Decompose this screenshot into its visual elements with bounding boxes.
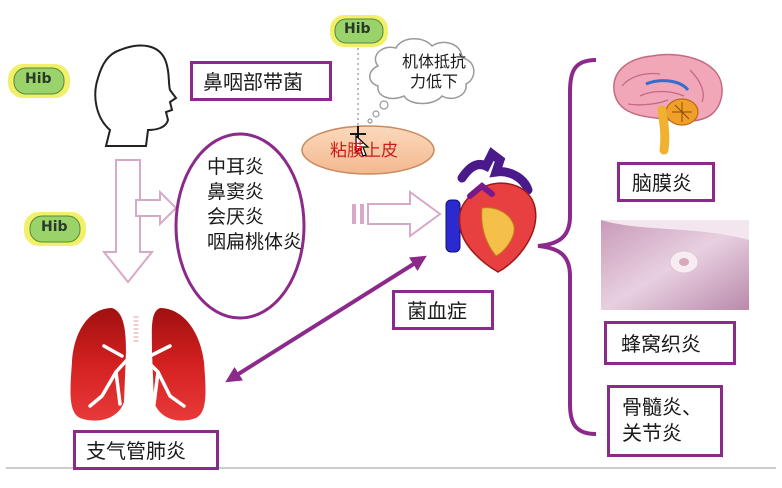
- local-infection-tonsillitis: 咽扁桃体炎: [207, 231, 303, 253]
- bronchopneumonia-box: 支气管肺炎: [73, 430, 219, 470]
- nasopharynx-carriage-label: 鼻咽部带菌: [203, 70, 303, 94]
- heart-icon: [445, 147, 537, 273]
- bacteremia-box: 菌血症: [392, 290, 494, 330]
- effects-curly-brace: [537, 58, 597, 436]
- cellulitis-skin-image: [601, 220, 749, 310]
- hib-bacterium-top-left: [8, 64, 70, 98]
- arrow-right-to-local-infections: [135, 189, 178, 227]
- cellulitis-box: 蜂窝织炎: [604, 321, 736, 365]
- bacteremia-pneumonia-double-arrow: [225, 255, 427, 383]
- mucosa-ellipse: [301, 125, 435, 175]
- osteomyelitis-arthritis-box: 骨髓炎、 关节炎: [607, 385, 723, 457]
- human-head-profile-icon: [94, 44, 178, 147]
- hib-label-middle-left: Hib: [41, 219, 68, 235]
- hib-label-top: Hib: [344, 21, 371, 37]
- nasopharynx-carriage-box: 鼻咽部带菌: [190, 61, 332, 101]
- local-infection-sinusitis: 鼻窦炎: [207, 181, 265, 203]
- cloud-line-1: 机体抵抗: [402, 52, 467, 71]
- osteomyelitis-label: 骨髓炎、: [622, 395, 702, 419]
- arrow-right-to-heart: [352, 190, 442, 238]
- local-infection-otitis: 中耳炎: [207, 156, 265, 178]
- arrow-down-to-lungs: [101, 159, 155, 284]
- lungs-icon: [70, 308, 206, 421]
- thought-cloud-icon: [367, 38, 475, 124]
- cloud-line-2: 力低下: [410, 72, 459, 91]
- cellulitis-label: 蜂窝织炎: [621, 332, 701, 356]
- mucosa-label: 粘膜上皮: [330, 141, 398, 161]
- meningitis-label: 脑膜炎: [632, 171, 692, 195]
- brain-icon: [613, 53, 723, 155]
- cursor-move-icon: [350, 126, 370, 157]
- hib-bacterium-middle-left: [24, 212, 86, 246]
- meningitis-box: 脑膜炎: [617, 162, 715, 202]
- bacteremia-label: 菌血症: [407, 299, 467, 323]
- bronchopneumonia-label: 支气管肺炎: [86, 439, 186, 463]
- hib-label-top-left: Hib: [25, 71, 52, 87]
- arthritis-label: 关节炎: [622, 421, 682, 445]
- hib-bacterium-top: [330, 15, 388, 47]
- local-infection-epiglottitis: 会厌炎: [207, 206, 265, 228]
